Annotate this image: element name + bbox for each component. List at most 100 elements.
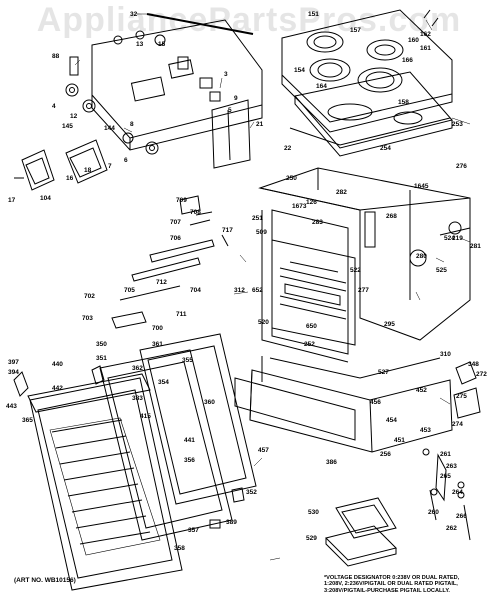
part-number-label: 383 [132,395,143,402]
part-number-label: 16 [66,175,74,182]
cooktop [281,9,453,133]
part-number-label: 262 [446,525,457,532]
part-number-label: 282 [336,189,347,196]
part-number-label: 144 [104,125,115,132]
part-number-label: 17 [8,197,16,204]
part-number-label: 8 [130,121,134,128]
part-number-label: 348 [468,361,479,368]
part-number-label: 361 [152,341,163,348]
part-number-label: 32 [130,11,138,18]
part-number-label: 712 [156,279,167,286]
part-number-label: 157 [350,27,361,34]
part-number-label: 386 [326,459,337,466]
part-number-label: 3 [224,71,228,78]
part-number-label: 283 [312,219,323,226]
part-number-label: 166 [402,57,413,64]
control-panel-backsplash [91,13,263,151]
part-number-label: 457 [258,447,269,454]
part-number-label: 151 [308,11,319,18]
part-number-label: 709 [176,197,187,204]
part-number-label: 453 [420,427,431,434]
voltage-note-line: 1:208V, 2:236V/PIGTAIL OR DUAL RATED PIG… [324,581,458,588]
part-number-label: 261 [440,451,451,458]
part-number-label: 700 [152,325,163,332]
part-number-label: 703 [82,315,93,322]
voltage-note-line: *VOLTAGE DESIGNATOR 0:238V OR DUAL RATED… [324,575,460,581]
part-number-label: 362 [132,365,143,372]
part-number-label: 397 [8,359,19,366]
part-number-label: 352 [246,489,257,496]
part-number-label: 365 [22,417,33,424]
part-number-label: 530 [308,509,319,516]
part-number-label: 5 [228,107,232,114]
drip-tray [289,71,453,157]
part-number-label: 4 [52,103,56,110]
part-number-label: 265 [440,473,451,480]
part-number-label: 441 [184,437,195,444]
part-number-label: 357 [188,527,199,534]
art-number: (ART NO. WB10156) [14,577,76,584]
part-number-label: 451 [394,437,405,444]
part-number-label: 160 [408,37,419,44]
part-number-label: 251 [252,215,263,222]
part-number-label: 161 [420,45,431,52]
part-number-label: 260 [428,509,439,516]
storage-drawer [234,356,453,453]
part-number-label: 12 [70,113,78,120]
part-number-label: 264 [452,489,463,496]
part-number-label: 154 [294,67,305,74]
part-number-label: 394 [8,369,19,376]
part-number-label: 529 [306,535,317,542]
part-number-label: 272 [476,371,487,378]
voltage-note-line: 3:208V/PIGTAIL-PURCHASE PIGTAIL LOCALLY. [324,587,450,594]
part-number-label: 524 [444,235,455,242]
clock-assembly [14,139,108,191]
part-number-label: 706 [170,235,181,242]
part-number-label: 164 [316,83,327,90]
part-number-label: 6 [124,157,128,164]
part-number-label: 254 [380,145,391,152]
part-number-label: 277 [358,287,369,294]
part-number-label: 13 [136,41,144,48]
part-number-label: 351 [96,355,107,362]
part-number-label: 22 [284,145,292,152]
part-number-label: 389 [226,519,237,526]
part-number-label: 281 [470,243,481,250]
part-number-label: 360 [204,399,215,406]
part-number-label: 456 [370,399,381,406]
part-number-label: 704 [190,287,201,294]
part-number-label: 509 [256,229,267,236]
part-number-label: 145 [62,123,73,130]
broiler-pan [325,497,397,567]
part-number-label: 707 [170,219,181,226]
part-number-label: 280 [416,253,427,260]
part-number-label: 350 [96,341,107,348]
part-number-label: 527 [378,369,389,376]
part-number-label: 275 [456,393,467,400]
door-hinge [13,365,245,529]
part-number-label: 520 [258,319,269,326]
part-number-label: 525 [436,267,447,274]
part-number-label: 650 [306,323,317,330]
part-number-label: 356 [184,457,195,464]
part-number-label: 15 [158,41,166,48]
part-number-label: 88 [52,53,60,60]
part-number-label: 705 [124,287,135,294]
door-inner-panels [99,333,257,541]
part-number-label: 358 [174,545,185,552]
range-body [258,167,471,363]
broil-assembly [111,195,229,329]
part-number-label: 312 [234,287,245,294]
part-number-label: 415 [140,413,151,420]
oven-door [27,373,183,591]
part-number-label: 104 [40,195,51,202]
part-number-label: 452 [416,387,427,394]
part-number-label: 717 [222,227,233,234]
part-number-label: 454 [386,417,397,424]
part-number-label: 250 [286,175,297,182]
part-number-label: 1673 [292,203,307,210]
part-number-label: 440 [52,361,63,368]
control-knobs [65,56,159,155]
part-number-label: 276 [456,163,467,170]
